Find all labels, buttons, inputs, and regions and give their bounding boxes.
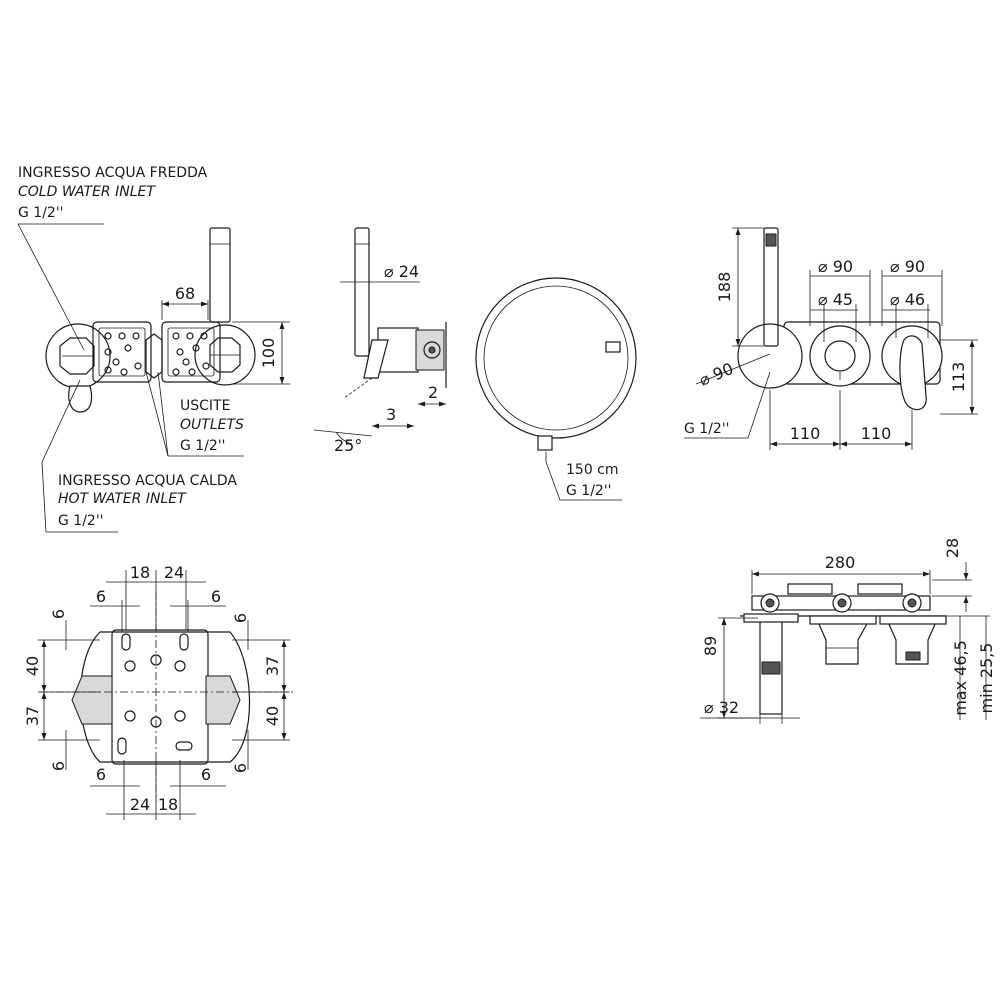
dim-3: 3 — [386, 405, 396, 424]
bracket-section-view: 280 28 89 ⌀ 32 max 46,5 min 25,5 — [700, 538, 996, 724]
dim-bottom-6b: 6 — [201, 765, 211, 784]
dim-d45: ⌀ 45 — [818, 290, 853, 309]
hot-inlet-thread: G 1/2'' — [58, 513, 104, 529]
hose-coil-outer — [475, 277, 637, 439]
dim-89: 89 — [701, 636, 720, 656]
dim-280: 280 — [825, 553, 856, 572]
outlets-label-it: USCITE — [180, 398, 230, 414]
side-view: ⌀ 24 2 3 25° — [313, 227, 447, 455]
dim-188: 188 — [715, 272, 734, 303]
dim-110-b: 110 — [861, 424, 892, 443]
cold-inlet-leader — [17, 223, 85, 351]
hand-shower — [209, 227, 231, 323]
dim-left-37: 37 — [23, 706, 42, 726]
plate-outline — [79, 631, 251, 763]
bracket-tab-right — [857, 583, 903, 595]
hot-inlet-label-en: HOT WATER INLET — [58, 491, 187, 507]
hose-thread: G 1/2'' — [566, 483, 612, 499]
dim-right-37: 37 — [263, 656, 282, 676]
outlets-thread: G 1/2'' — [180, 438, 226, 454]
dim-d90-a: ⌀ 90 — [818, 257, 853, 276]
dim-right-6b: 6 — [231, 763, 250, 773]
front-knob — [824, 340, 856, 372]
cold-inlet-thread: G 1/2'' — [18, 205, 64, 221]
dim-bottom-6a: 6 — [96, 765, 106, 784]
right-blade — [205, 675, 241, 725]
front-rosette-left — [737, 323, 803, 389]
dim-d24: ⌀ 24 — [384, 262, 419, 281]
dim-68: 68 — [175, 284, 195, 303]
plate-detail-view: 18 24 6 6 40 37 6 6 37 40 6 6 6 6 24 18 — [23, 563, 296, 820]
hose-end-fitting — [605, 341, 621, 353]
mounting-plate-1 — [92, 321, 152, 383]
bracket-tab-left — [787, 583, 833, 595]
dim-d46: ⌀ 46 — [890, 290, 925, 309]
left-valve-nut — [59, 337, 95, 375]
front-inlet-thread: G 1/2'' — [684, 421, 730, 437]
dim-2: 2 — [428, 383, 438, 402]
dim-angle-25: 25° — [334, 436, 362, 455]
dim-d32: ⌀ 32 — [704, 698, 739, 717]
dim-min-25-5: min 25,5 — [977, 643, 996, 714]
dim-top-18: 18 — [130, 563, 150, 582]
dim-top-24: 24 — [164, 563, 184, 582]
dim-100: 100 — [259, 338, 278, 369]
side-lever — [363, 339, 389, 379]
dim-113: 113 — [949, 362, 968, 393]
plate-holes — [104, 332, 210, 376]
center-cartridge — [817, 621, 870, 665]
side-hand-shower — [354, 227, 370, 357]
dim-right-40: 40 — [263, 706, 282, 726]
lever-handle — [68, 385, 93, 413]
hose-view: 150 cm G 1/2'' — [475, 277, 637, 501]
dim-28: 28 — [943, 538, 962, 558]
dim-left-6b: 6 — [49, 761, 68, 771]
hose-length: 150 cm — [566, 462, 619, 478]
dim-max-46-5: max 46,5 — [951, 640, 970, 716]
dim-left-40: 40 — [23, 656, 42, 676]
dim-top-6b: 6 — [211, 587, 221, 606]
left-blade — [71, 675, 113, 725]
dim-left-6a: 6 — [49, 609, 68, 619]
cold-inlet-label-it: INGRESSO ACQUA FREDDA — [18, 165, 208, 181]
dim-bottom-24: 24 — [130, 795, 150, 814]
cold-inlet-label-en: COLD WATER INLET — [18, 184, 156, 200]
inlet-body-view: INGRESSO ACQUA FREDDA COLD WATER INLET G… — [17, 165, 290, 533]
hose-end-nut — [537, 435, 553, 451]
outlets-label-en: OUTLETS — [180, 417, 244, 433]
dim-d90-c: ⌀ 90 — [696, 359, 736, 390]
center-valve — [145, 333, 163, 379]
right-valve-nut — [209, 337, 241, 373]
dim-d90-b: ⌀ 90 — [890, 257, 925, 276]
hot-inlet-label-it: INGRESSO ACQUA CALDA — [58, 473, 237, 489]
dim-right-6a: 6 — [231, 613, 250, 623]
front-rosette-center — [809, 325, 871, 387]
dim-top-6a: 6 — [96, 587, 106, 606]
dim-bottom-18: 18 — [158, 795, 178, 814]
right-rosette — [194, 324, 256, 386]
hose-coil-inner — [483, 285, 629, 431]
front-hand-shower — [763, 227, 779, 347]
front-lever — [899, 335, 927, 411]
mounting-plate-2 — [161, 321, 221, 383]
dim-110-a: 110 — [790, 424, 821, 443]
front-view: 188 ⌀ 90 ⌀ 45 ⌀ 90 ⌀ 46 ⌀ 90 113 110 110… — [684, 227, 978, 450]
